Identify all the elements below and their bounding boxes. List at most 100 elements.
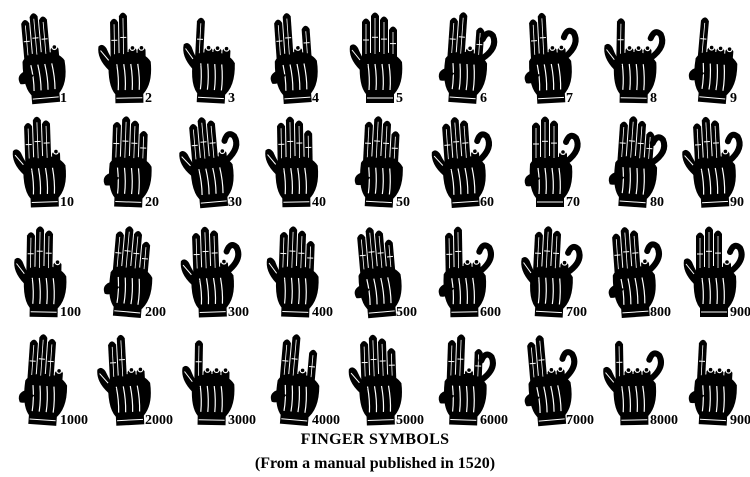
finger-symbol-7: 7: [516, 8, 600, 108]
hand-illustration-icon: [516, 8, 586, 103]
hand-illustration-icon: [430, 222, 500, 317]
hand-illustration-icon: [10, 330, 80, 425]
symbol-number-label: 9000: [730, 414, 750, 428]
hand-illustration-icon: [600, 222, 670, 317]
symbol-number-label: 7000: [566, 414, 594, 428]
symbol-number-label: 700: [566, 306, 587, 320]
hand-illustration-icon: [430, 112, 500, 207]
hand-illustration-icon: [346, 330, 416, 425]
finger-symbol-6000: 6000: [430, 330, 514, 430]
symbol-number-label: 600: [480, 306, 501, 320]
symbol-number-label: 400: [312, 306, 333, 320]
symbol-number-label: 80: [650, 196, 664, 210]
symbol-number-label: 900: [730, 306, 750, 320]
hand-illustration-icon: [430, 330, 500, 425]
symbol-number-label: 5: [396, 92, 403, 106]
symbol-number-label: 7: [566, 92, 573, 106]
finger-symbol-50: 50: [346, 112, 430, 212]
symbol-number-label: 8: [650, 92, 657, 106]
finger-symbol-400: 400: [262, 222, 346, 322]
finger-symbol-2: 2: [95, 8, 179, 108]
hand-illustration-icon: [178, 330, 248, 425]
finger-symbol-6: 6: [430, 8, 514, 108]
symbol-number-label: 5000: [396, 414, 424, 428]
symbol-number-label: 2000: [145, 414, 173, 428]
finger-symbol-600: 600: [430, 222, 514, 322]
finger-symbol-3: 3: [178, 8, 262, 108]
symbol-number-label: 8000: [650, 414, 678, 428]
hand-illustration-icon: [10, 222, 80, 317]
symbol-number-label: 3000: [228, 414, 256, 428]
finger-symbol-8000: 8000: [600, 330, 684, 430]
finger-symbol-10: 10: [10, 112, 94, 212]
hand-illustration-icon: [600, 330, 670, 425]
symbol-number-label: 6000: [480, 414, 508, 428]
hand-illustration-icon: [600, 112, 670, 207]
hand-illustration-icon: [346, 222, 416, 317]
hand-illustration-icon: [600, 8, 670, 103]
hand-illustration-icon: [680, 112, 750, 207]
finger-symbol-900: 900: [680, 222, 750, 322]
hand-illustration-icon: [262, 330, 332, 425]
symbol-number-label: 4000: [312, 414, 340, 428]
symbol-number-label: 200: [145, 306, 166, 320]
caption-title: FINGER SYMBOLS: [0, 432, 750, 448]
hand-illustration-icon: [262, 222, 332, 317]
hand-illustration-icon: [680, 8, 750, 103]
finger-symbol-700: 700: [516, 222, 600, 322]
finger-symbol-7000: 7000: [516, 330, 600, 430]
hand-illustration-icon: [346, 112, 416, 207]
finger-symbol-100: 100: [10, 222, 94, 322]
finger-symbol-60: 60: [430, 112, 514, 212]
symbol-number-label: 300: [228, 306, 249, 320]
hand-illustration-icon: [516, 330, 586, 425]
hand-illustration-icon: [346, 8, 416, 103]
hand-illustration-icon: [262, 112, 332, 207]
finger-symbol-200: 200: [95, 222, 179, 322]
hand-illustration-icon: [178, 8, 248, 103]
symbol-number-label: 40: [312, 196, 326, 210]
symbol-number-label: 1: [60, 92, 67, 106]
finger-symbol-8: 8: [600, 8, 684, 108]
finger-symbol-1: 1: [10, 8, 94, 108]
finger-symbol-80: 80: [600, 112, 684, 212]
symbol-number-label: 100: [60, 306, 81, 320]
finger-symbol-2000: 2000: [95, 330, 179, 430]
symbol-number-label: 800: [650, 306, 671, 320]
hand-illustration-icon: [95, 222, 165, 317]
finger-symbol-9000: 9000: [680, 330, 750, 430]
hand-illustration-icon: [178, 112, 248, 207]
symbol-number-label: 6: [480, 92, 487, 106]
finger-symbol-500: 500: [346, 222, 430, 322]
hand-illustration-icon: [10, 112, 80, 207]
symbol-number-label: 90: [730, 196, 744, 210]
finger-symbol-4: 4: [262, 8, 346, 108]
finger-symbol-30: 30: [178, 112, 262, 212]
finger-symbol-90: 90: [680, 112, 750, 212]
finger-symbol-300: 300: [178, 222, 262, 322]
symbol-number-label: 30: [228, 196, 242, 210]
hand-illustration-icon: [680, 222, 750, 317]
symbol-number-label: 70: [566, 196, 580, 210]
finger-symbol-9: 9: [680, 8, 750, 108]
finger-symbol-5000: 5000: [346, 330, 430, 430]
hand-illustration-icon: [516, 222, 586, 317]
finger-symbol-1000: 1000: [10, 330, 94, 430]
finger-symbol-40: 40: [262, 112, 346, 212]
hand-illustration-icon: [680, 330, 750, 425]
symbol-number-label: 500: [396, 306, 417, 320]
symbol-number-label: 1000: [60, 414, 88, 428]
symbol-number-label: 2: [145, 92, 152, 106]
finger-symbol-4000: 4000: [262, 330, 346, 430]
symbol-number-label: 50: [396, 196, 410, 210]
symbol-number-label: 3: [228, 92, 235, 106]
hand-illustration-icon: [95, 112, 165, 207]
finger-symbol-70: 70: [516, 112, 600, 212]
finger-symbol-3000: 3000: [178, 330, 262, 430]
hand-illustration-icon: [178, 222, 248, 317]
hand-illustration-icon: [430, 8, 500, 103]
hand-illustration-icon: [516, 112, 586, 207]
symbol-number-label: 4: [312, 92, 319, 106]
hand-illustration-icon: [95, 8, 165, 103]
